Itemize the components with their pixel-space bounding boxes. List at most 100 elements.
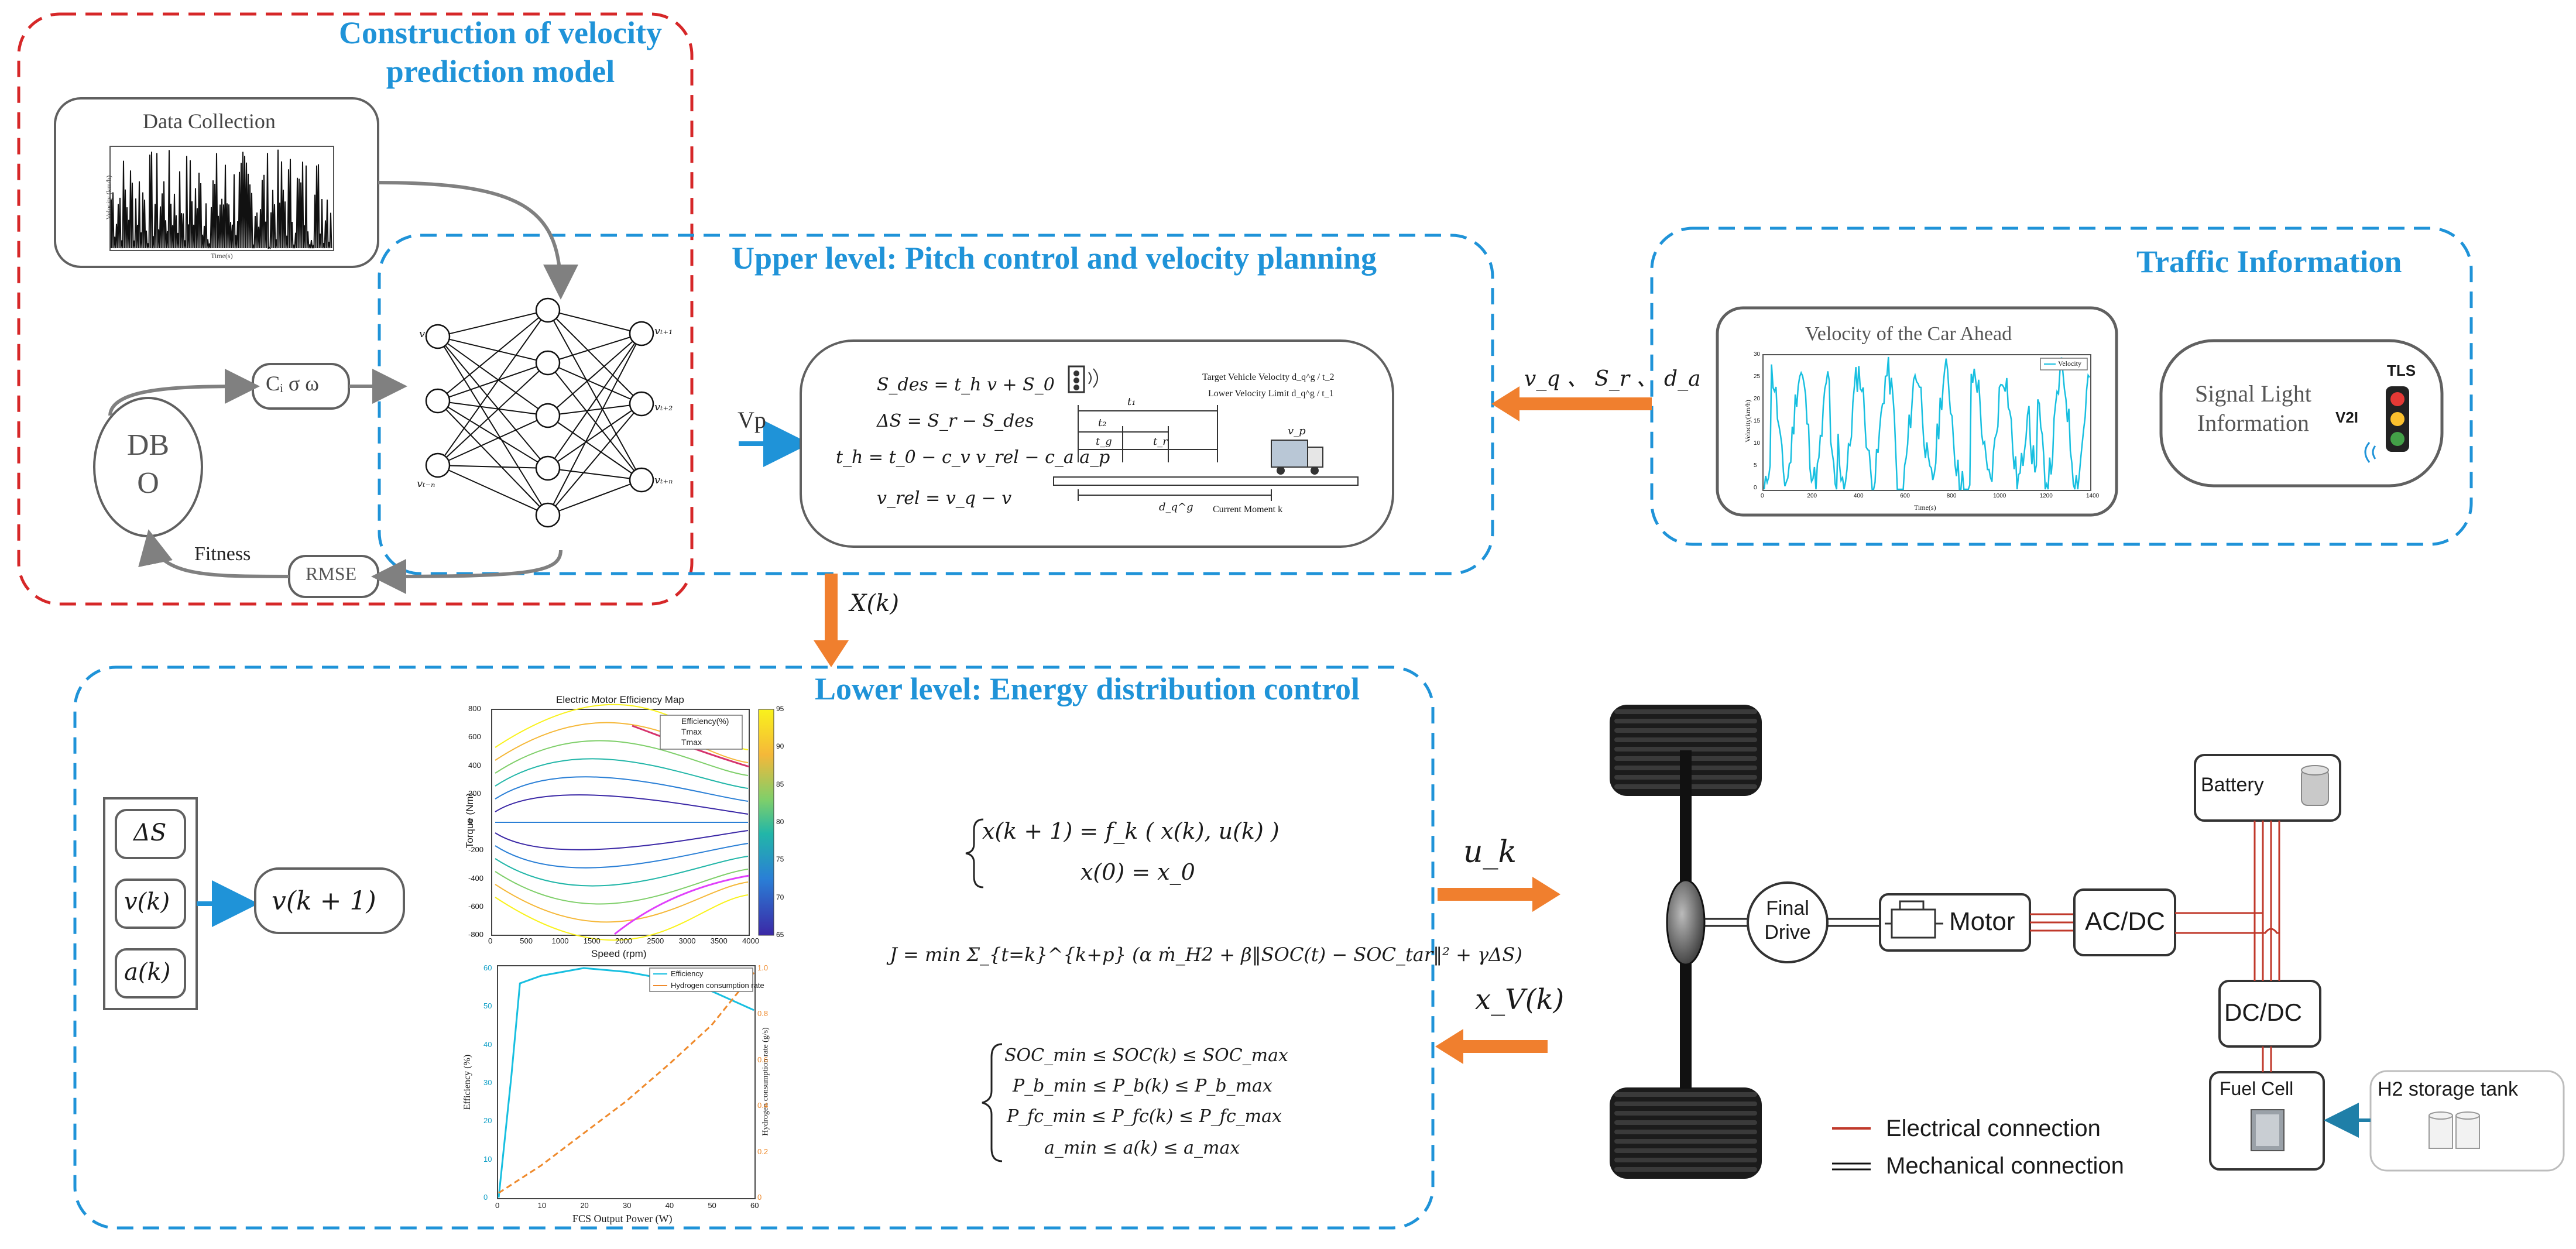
dbo-label: DB O bbox=[126, 428, 170, 500]
nn-output-bottom: vₜ₊ₙ bbox=[654, 474, 673, 486]
car-ahead-xtick: 600 bbox=[1900, 493, 1910, 499]
vp-truck-label: v_p bbox=[1288, 425, 1306, 437]
dcdc-label: DC/DC bbox=[2224, 998, 2302, 1026]
fcs-ytick-left: 30 bbox=[483, 1078, 492, 1087]
fcs-xtick: 0 bbox=[495, 1201, 500, 1210]
motor-map-ytick: -200 bbox=[468, 845, 484, 855]
upper-level-title: Upper level: Pitch control and velocity … bbox=[732, 241, 1377, 276]
traffic-arrow-label: v_q 、 S_r 、 d_a bbox=[1524, 367, 1701, 391]
motor-cbar-tick: 75 bbox=[776, 855, 784, 864]
motor-cbar-tick: 70 bbox=[776, 893, 784, 901]
fcs-ytick-left: 50 bbox=[483, 1001, 492, 1011]
constraint-brace bbox=[982, 1043, 1003, 1162]
car-ahead-xtick: 0 bbox=[1761, 493, 1764, 499]
motor-map-xtick: 0 bbox=[488, 936, 493, 945]
cost-function: J = min Σ_{t=k}^{k+p} (α ṁ_H2 + β‖SOC(t)… bbox=[890, 943, 1522, 966]
xk-arrowhead bbox=[814, 640, 849, 667]
traffic-group-box bbox=[1650, 227, 2473, 546]
target-velocity-label: Target Vehicle Velocity d_q^g / t_2 bbox=[1202, 372, 1335, 382]
vp-label: Vp bbox=[738, 407, 766, 433]
lower-level-group-box bbox=[73, 665, 1435, 1230]
car-ahead-xlabel: Time(s) bbox=[1914, 503, 1936, 512]
motor-map-ytick: 400 bbox=[468, 760, 481, 770]
acdc-label: AC/DC bbox=[2085, 907, 2165, 936]
motor-map-ytick: 600 bbox=[468, 732, 481, 742]
eq-sdes: S_des = t_h v + S_0 bbox=[877, 375, 1055, 395]
h2-tank-label: H2 storage tank bbox=[2378, 1078, 2519, 1100]
car-ahead-ytick: 30 bbox=[1754, 351, 1761, 358]
car-ahead-title: Velocity of the Car Ahead bbox=[1805, 323, 2012, 345]
motor-map-xtick: 3000 bbox=[678, 936, 696, 945]
fcs-xtick: 20 bbox=[580, 1201, 589, 1210]
nn-output-top: vₜ₊₁ bbox=[654, 325, 673, 337]
car-ahead-ytick: 5 bbox=[1754, 462, 1757, 469]
motor-map-xtick: 3500 bbox=[710, 936, 728, 945]
car-ahead-legend: Velocity bbox=[2058, 359, 2081, 368]
traffic-title: Traffic Information bbox=[2136, 244, 2402, 279]
t1-label: t₁ bbox=[1127, 396, 1136, 408]
motor-map-ytick: 800 bbox=[468, 704, 481, 713]
neural-network bbox=[425, 297, 654, 528]
fcs-ytick-right: 0.2 bbox=[757, 1147, 769, 1156]
nn-output-mid: vₜ₊₂ bbox=[654, 401, 673, 413]
car-ahead-ytick: 20 bbox=[1754, 396, 1761, 402]
dc-to-nn-arrow bbox=[378, 181, 578, 300]
fcs-ylabel-right: Hydrogen consumption rate (g/s) bbox=[761, 1027, 770, 1136]
dc-chart-xlabel: Time(s) bbox=[211, 252, 233, 260]
dbo-to-params-arrow bbox=[108, 369, 260, 416]
signal-light-box bbox=[2159, 339, 2444, 488]
fcs-ytick-right: 0.6 bbox=[757, 1055, 769, 1064]
fuel-cell-label: Fuel Cell bbox=[2220, 1078, 2294, 1099]
battery-label: Battery bbox=[2201, 774, 2264, 796]
motor-map-ytick: -400 bbox=[468, 873, 484, 883]
data-collection-label: Data Collection bbox=[143, 109, 276, 133]
acdc-box bbox=[2073, 888, 2176, 956]
dq-label: d_q^g bbox=[1159, 501, 1193, 513]
xk-label: X(k) bbox=[850, 590, 899, 617]
lower-velocity-label: Lower Velocity Limit d_q^g / t_1 bbox=[1208, 389, 1334, 399]
motor-map-xtick: 500 bbox=[520, 936, 533, 945]
eq-vrel: v_rel = v_q − v bbox=[877, 488, 1012, 509]
car-ahead-ytick: 0 bbox=[1754, 485, 1757, 491]
fcs-xtick: 60 bbox=[750, 1201, 759, 1210]
fcs-ytick-left: 60 bbox=[483, 963, 492, 972]
car-ahead-xtick: 1200 bbox=[2039, 493, 2053, 499]
constraint-pb: P_b_min ≤ P_b(k) ≤ P_b_max bbox=[1013, 1076, 1272, 1096]
motor-map-xtick: 4000 bbox=[742, 936, 759, 945]
rmse-label: RMSE bbox=[306, 563, 357, 584]
output-box bbox=[254, 867, 405, 934]
final-drive-circle bbox=[1747, 881, 1829, 963]
motor-cbar-tick: 65 bbox=[776, 931, 784, 939]
constraint-a: a_min ≤ a(k) ≤ a_max bbox=[1044, 1138, 1240, 1158]
fcs-ytick-left: 0 bbox=[483, 1193, 488, 1202]
fcs-xlabel: FCS Output Power (W) bbox=[572, 1213, 673, 1224]
pitch-diagram bbox=[1053, 365, 1359, 501]
fcs-xtick: 10 bbox=[537, 1201, 547, 1210]
car-ahead-ytick: 25 bbox=[1754, 373, 1761, 380]
fcs-legend-2: Hydrogen consumption rate bbox=[671, 981, 764, 990]
fuel-cell-icon bbox=[2251, 1109, 2285, 1151]
fcs-ytick-left: 20 bbox=[483, 1116, 492, 1126]
tls-label: TLS bbox=[2387, 362, 2416, 379]
system-brace bbox=[965, 818, 984, 888]
eq-delta-s: ΔS = S_r − S_des bbox=[877, 411, 1034, 431]
car-ahead-xtick: 400 bbox=[1853, 493, 1864, 499]
output-label: v(k + 1) bbox=[272, 886, 376, 916]
motor-cbar-tick: 85 bbox=[776, 780, 784, 788]
motor-to-acdc-wires bbox=[2030, 913, 2074, 932]
motor-map-xtick: 2000 bbox=[615, 936, 632, 945]
input-vk-box bbox=[115, 879, 186, 929]
nn-input-bottom: vₜ₋ₙ bbox=[417, 478, 435, 490]
motor-map-ytick: 200 bbox=[468, 788, 481, 798]
fcs-ytick-right: 0 bbox=[757, 1193, 762, 1202]
params-label: Cᵢ σ ω bbox=[266, 372, 320, 395]
construction-group-box bbox=[17, 12, 694, 606]
motor-map-xlabel: Speed (rpm) bbox=[591, 948, 647, 959]
motor-map-xtick: 2500 bbox=[647, 936, 664, 945]
motor-map-ytick: -600 bbox=[468, 901, 484, 911]
car-ahead-ylabel: Velocity(km/h) bbox=[1743, 400, 1752, 442]
vehicle-chassis bbox=[1610, 705, 1762, 1179]
car-ahead-ytick: 15 bbox=[1754, 418, 1761, 424]
battery-icon bbox=[2301, 765, 2329, 806]
